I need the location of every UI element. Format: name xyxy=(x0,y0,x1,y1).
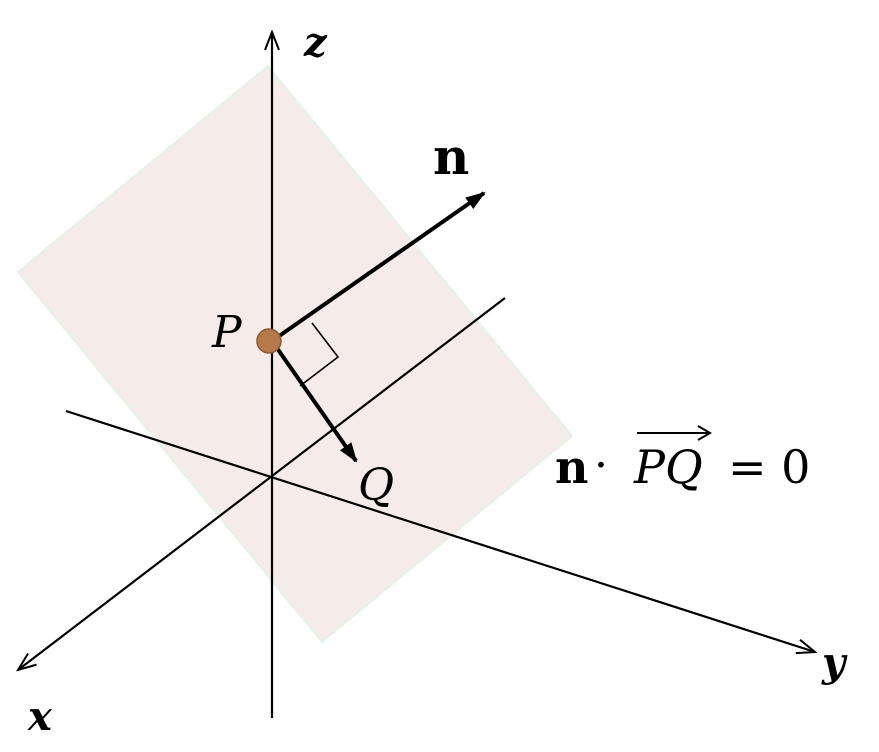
vector-pq xyxy=(270,339,358,463)
vector-overarrow-head xyxy=(697,425,712,441)
y-axis-label: y xyxy=(821,639,848,686)
point-p-label: P xyxy=(211,307,243,358)
point-q-label: Q xyxy=(358,460,394,511)
point-p xyxy=(256,328,282,354)
equation-equals-zero: = 0 xyxy=(728,440,810,494)
y-axis xyxy=(65,409,815,652)
normal-vector xyxy=(270,191,486,343)
x-axis-label: x xyxy=(27,693,53,740)
equation-n: n xyxy=(555,440,588,494)
right-angle-marker xyxy=(299,322,340,387)
orthogonality-equation: n · PQ = 0 xyxy=(555,425,810,494)
x-axis xyxy=(18,297,506,670)
z-axis-label: z xyxy=(303,19,328,66)
equation-dot: · xyxy=(594,440,608,491)
normal-vector-label: n xyxy=(433,127,469,186)
plane xyxy=(16,64,574,644)
equation-vector-pq: PQ xyxy=(633,440,703,494)
